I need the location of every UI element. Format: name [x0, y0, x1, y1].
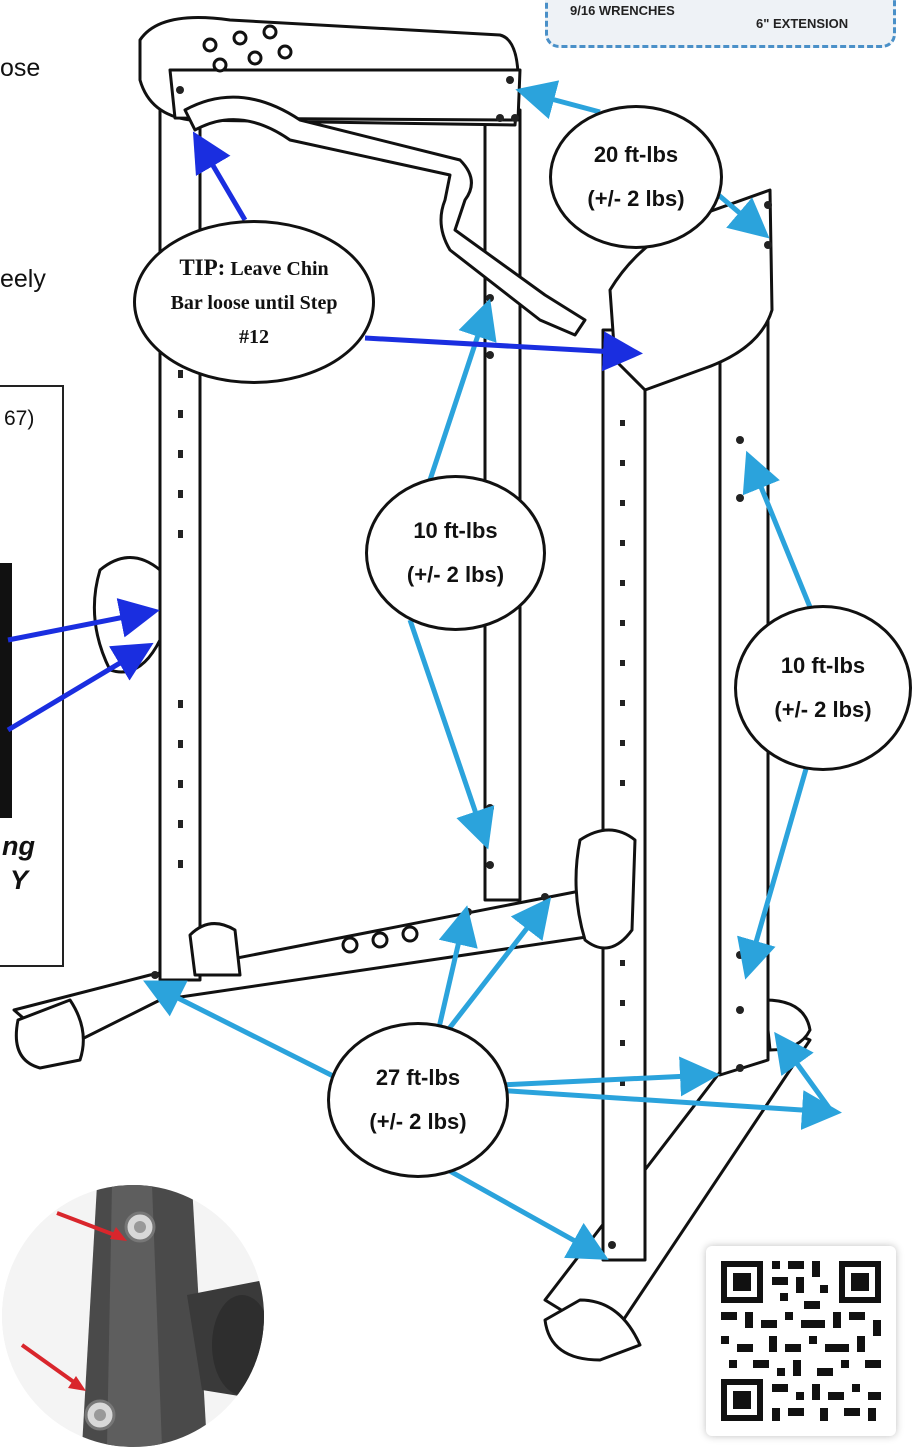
torque-callout-middle-right: 10 ft-lbs (+/- 2 lbs): [734, 605, 912, 771]
torque-arrow: [515, 80, 601, 120]
bolt-detail-image: [2, 1185, 264, 1447]
tip-arrow: [364, 331, 643, 372]
tip-arrow: [7, 598, 160, 643]
note-box-fragment: ng: [2, 831, 35, 861]
torque-callout-middle-left: 10 ft-lbs (+/- 2 lbs): [365, 475, 546, 631]
torque-value: 10 ft-lbs: [413, 518, 498, 543]
tip-keyword: TIP:: [179, 254, 226, 280]
tip-line: Bar loose until Step: [170, 291, 338, 314]
tool-label-extension: 6" EXTENSION: [756, 16, 849, 31]
torque-arrow: [143, 980, 347, 1085]
tools-legend-box: 9/16 WRENCHES 6" EXTENSION: [545, 0, 896, 48]
tip-line: #12: [239, 325, 269, 348]
torque-arrow: [446, 897, 552, 1032]
torque-arrow: [713, 190, 770, 239]
torque-value: 10 ft-lbs: [780, 653, 866, 678]
torque-tolerance: (+/- 2 lbs): [369, 1109, 467, 1134]
torque-callout-top: 20 ft-lbs (+/- 2 lbs): [549, 105, 723, 249]
torque-tolerance: (+/- 2 lbs): [406, 562, 505, 587]
qr-code-icon: [721, 1261, 881, 1421]
torque-tolerance: (+/- 2 lbs): [774, 697, 872, 722]
note-box-dark-panel: [0, 563, 12, 818]
torque-arrow: [494, 1087, 842, 1131]
torque-callout-bottom: 27 ft-lbs (+/- 2 lbs): [327, 1022, 509, 1178]
torque-arrow: [427, 298, 497, 481]
tip-arrow: [192, 131, 248, 222]
note-box-fragment: Y: [10, 865, 29, 895]
left-text-fragment: ose: [0, 54, 41, 82]
tip-arrow: [6, 642, 154, 733]
torque-value: 27 ft-lbs: [375, 1065, 461, 1090]
note-box-fragment: 67): [4, 407, 35, 430]
torque-tolerance: (+/- 2 lbs): [587, 186, 685, 211]
torque-arrow: [407, 619, 495, 850]
torque-arrow: [742, 450, 815, 613]
tool-label-wrenches: 9/16 WRENCHES: [570, 3, 675, 18]
bolt-detail-photo: [2, 1185, 264, 1447]
torque-arrow: [737, 761, 811, 980]
torque-arrow: [774, 1031, 835, 1114]
tip-line: Leave Chin: [230, 257, 329, 280]
torque-value: 20 ft-lbs: [593, 142, 679, 167]
qr-code: [706, 1246, 896, 1436]
tip-callout: TIP: Leave Chin Bar loose until Step #12: [133, 220, 375, 384]
left-text-fragment: eely: [0, 265, 46, 293]
torque-arrow: [428, 1157, 609, 1260]
torque-arrow: [499, 1056, 720, 1097]
torque-arrow: [435, 905, 478, 1033]
